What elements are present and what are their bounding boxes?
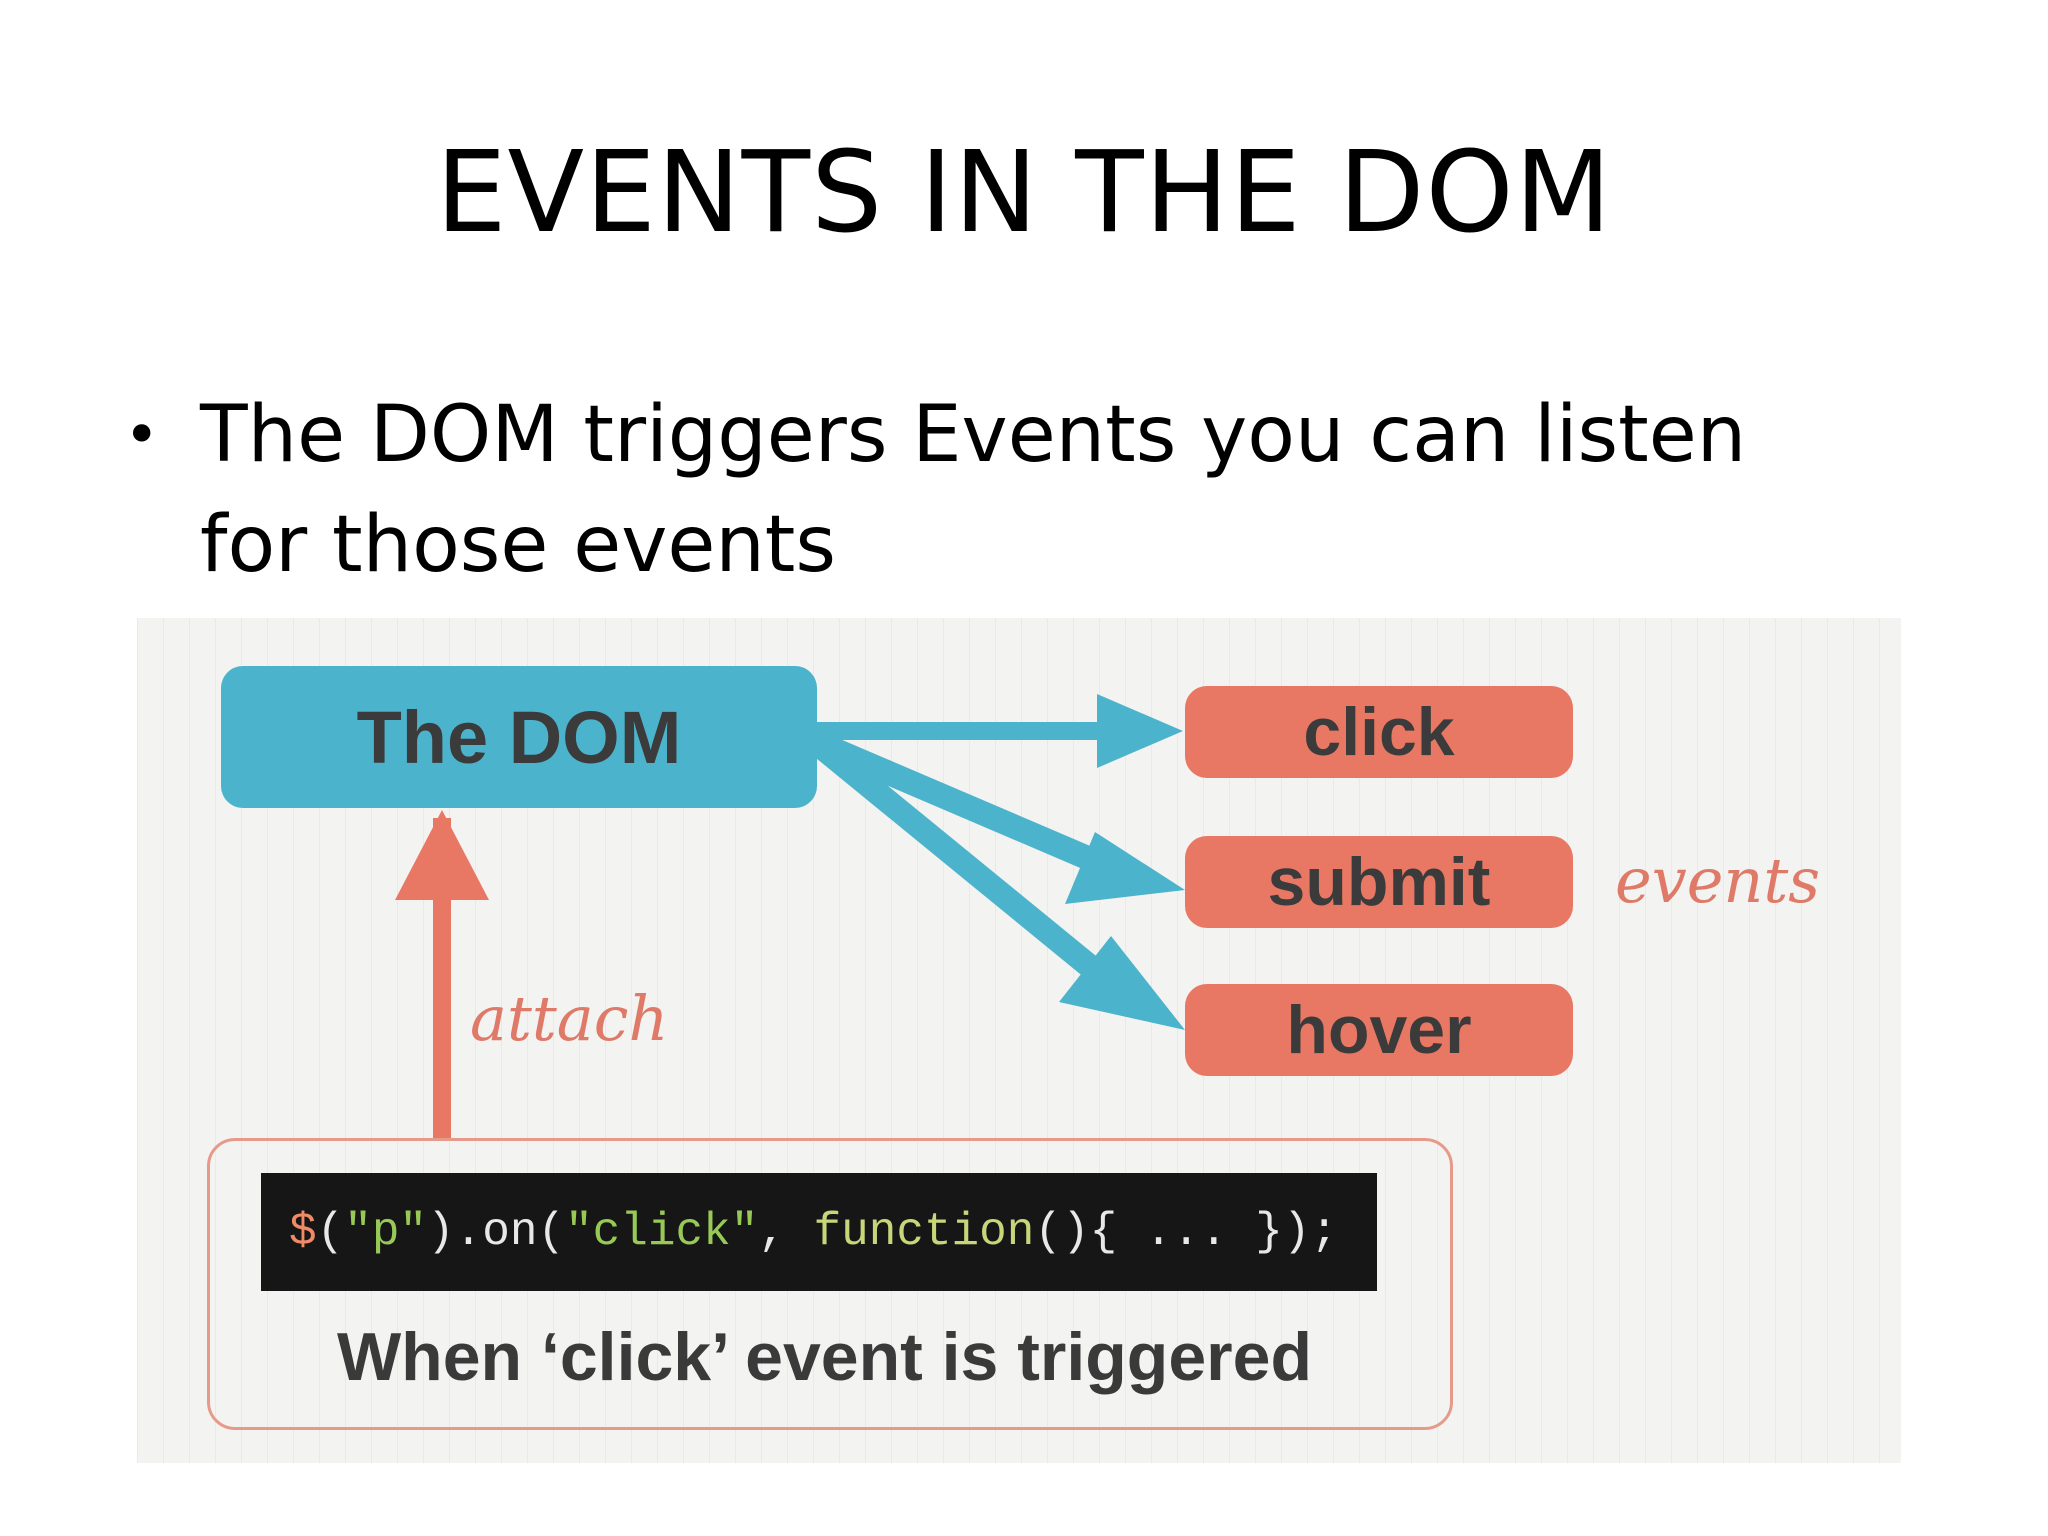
code-event-name: "click": [565, 1206, 759, 1258]
code-rest: (){ ... });: [1034, 1206, 1339, 1258]
code-comma: ,: [758, 1206, 814, 1258]
code-selector: "p": [344, 1206, 428, 1258]
code-function-keyword: function: [813, 1206, 1035, 1258]
arrow-to-hover-shaft: [811, 736, 1123, 996]
arrow-to-submit-shaft: [809, 730, 1137, 888]
code-on-call: ).on(: [427, 1206, 566, 1258]
arrow-to-hover-head: [1059, 936, 1185, 1030]
event-click-node: click: [1185, 686, 1573, 778]
arrow-to-click-shaft: [813, 722, 1103, 740]
code-dollar: $: [289, 1206, 317, 1258]
bullet-marker: •: [124, 400, 160, 470]
event-hover-node: hover: [1185, 984, 1573, 1076]
dom-node: The DOM: [221, 666, 817, 808]
event-submit-node: submit: [1185, 836, 1573, 928]
bullet-text: The DOM triggers Events you can listen f…: [200, 390, 1747, 590]
code-snippet: $("p").on("click", function(){ ... });: [261, 1173, 1377, 1291]
arrow-to-click-head: [1097, 694, 1183, 768]
attach-label: attach: [470, 982, 669, 1055]
events-label: events: [1615, 844, 1821, 917]
handler-caption: When ‘click’ event is triggered: [337, 1319, 1312, 1395]
bullet-point: • The DOM triggers Events you can listen…: [124, 380, 1824, 600]
code-open-paren: (: [316, 1206, 345, 1258]
attach-arrow-head: [395, 810, 489, 900]
arrow-to-submit-head: [1065, 832, 1185, 904]
slide-title: EVENTS IN THE DOM: [435, 128, 1613, 258]
diagram-arrows: [395, 694, 1185, 1140]
dom-events-diagram: The DOM click submit hover events attach…: [137, 618, 1901, 1463]
event-handler-box: [207, 1138, 1453, 1430]
